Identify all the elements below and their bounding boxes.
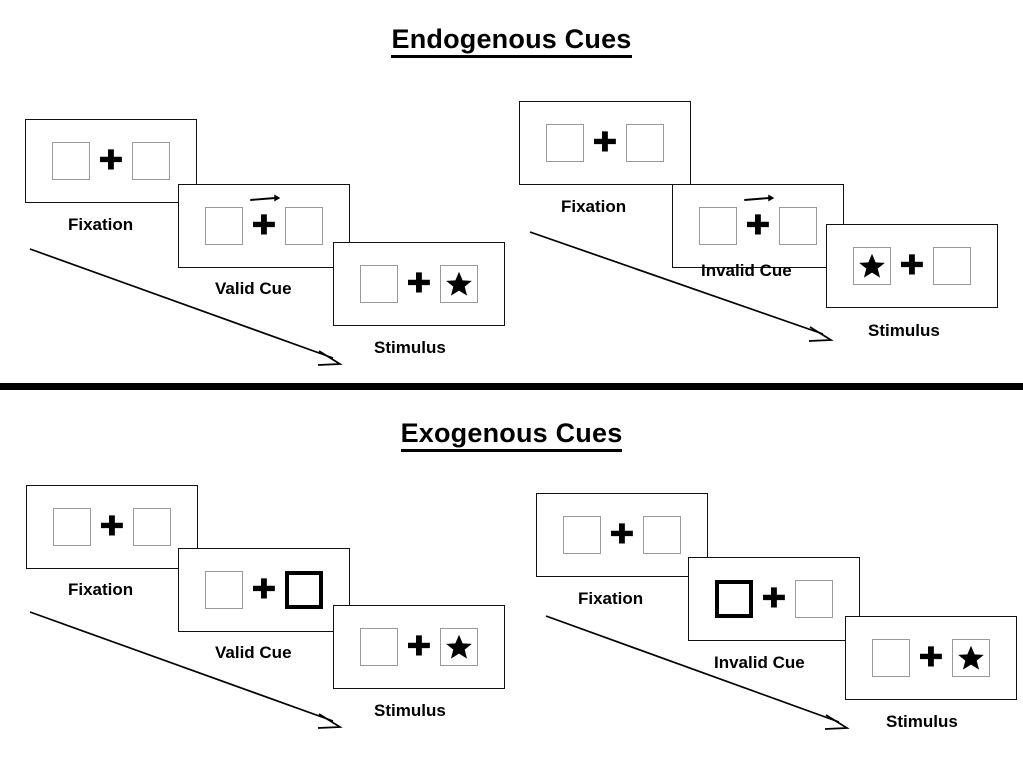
fixation-cross: ✚ (753, 584, 795, 614)
star-icon (446, 271, 472, 296)
right-box (643, 516, 681, 554)
panel-endogenous-invalid-stimulus: ✚ (826, 224, 998, 308)
panel-exogenous-valid-stimulus: ✚ (333, 605, 505, 689)
panel-content: ✚ (360, 628, 478, 666)
star-icon (958, 645, 984, 670)
fixation-cross: ✚ (398, 269, 440, 299)
fixation-cross: ✚ (891, 251, 933, 281)
stage-label-endogenous-valid-cue: Valid Cue (215, 279, 292, 298)
panel-exogenous-valid-fixation: ✚ (26, 485, 198, 569)
left-box (205, 207, 243, 245)
panel-endogenous-invalid-cue: ✚ (672, 184, 844, 268)
right-box (779, 207, 817, 245)
fixation-cross: ✚ (737, 194, 779, 242)
fixation-cross: ✚ (910, 643, 952, 673)
panel-endogenous-valid-fixation: ✚ (25, 119, 197, 203)
left-box (546, 124, 584, 162)
plus-icon: ✚ (609, 518, 635, 551)
panel-content: ✚ (205, 194, 323, 245)
plus-icon: ✚ (899, 249, 925, 282)
left-box (872, 639, 910, 677)
panel-exogenous-invalid-fixation: ✚ (536, 493, 708, 577)
section-divider (0, 383, 1023, 390)
left-box-cued (715, 580, 753, 618)
right-box (440, 628, 478, 666)
plus-icon: ✚ (761, 582, 787, 615)
star-icon (859, 253, 885, 278)
left-box (699, 207, 737, 245)
left-box (52, 142, 90, 180)
right-box (626, 124, 664, 162)
left-box (563, 516, 601, 554)
right-box (952, 639, 990, 677)
right-box (795, 580, 833, 618)
panel-endogenous-valid-cue: ✚ (178, 184, 350, 268)
panel-endogenous-valid-stimulus: ✚ (333, 242, 505, 326)
right-box (132, 142, 170, 180)
arrow-right-cue-icon (249, 192, 281, 210)
panel-content: ✚ (360, 265, 478, 303)
section-title-endogenous-text: Endogenous Cues (391, 24, 632, 58)
section-title-endogenous: Endogenous Cues (0, 24, 1023, 58)
stage-label-exogenous-invalid-cue: Invalid Cue (714, 653, 805, 672)
right-box (285, 207, 323, 245)
stage-label-endogenous-invalid-cue: Invalid Cue (701, 261, 792, 280)
panel-endogenous-invalid-fixation: ✚ (519, 101, 691, 185)
stage-label-endogenous-valid-stimulus: Stimulus (374, 338, 446, 357)
plus-icon: ✚ (745, 209, 771, 242)
plus-icon: ✚ (406, 267, 432, 300)
panel-content: ✚ (205, 571, 323, 609)
fixation-cross: ✚ (584, 128, 626, 158)
stage-label-endogenous-valid-fixation: Fixation (68, 215, 134, 234)
fixation-cross: ✚ (398, 632, 440, 662)
plus-icon: ✚ (406, 630, 432, 663)
stage-label-exogenous-invalid-fixation: Fixation (578, 589, 644, 608)
stage-label-exogenous-valid-stimulus: Stimulus (374, 701, 446, 720)
stage-label-endogenous-invalid-stimulus: Stimulus (868, 321, 940, 340)
panel-content: ✚ (872, 639, 990, 677)
section-title-exogenous-text: Exogenous Cues (400, 418, 623, 452)
plus-icon: ✚ (99, 510, 125, 543)
plus-icon: ✚ (98, 144, 124, 177)
plus-icon: ✚ (592, 126, 618, 159)
right-box (933, 247, 971, 285)
plus-icon: ✚ (251, 209, 277, 242)
left-box (360, 265, 398, 303)
arrow-right-cue-icon (743, 192, 775, 210)
fixation-cross: ✚ (90, 146, 132, 176)
left-box (205, 571, 243, 609)
panel-content: ✚ (563, 516, 681, 554)
star-icon (446, 634, 472, 659)
fixation-cross: ✚ (601, 520, 643, 550)
stage-label-exogenous-valid-cue: Valid Cue (215, 643, 292, 662)
right-box-cued (285, 571, 323, 609)
plus-icon: ✚ (918, 641, 944, 674)
left-box (360, 628, 398, 666)
panel-exogenous-invalid-cue: ✚ (688, 557, 860, 641)
panel-content: ✚ (715, 580, 833, 618)
panel-content: ✚ (53, 508, 171, 546)
stage-label-exogenous-valid-fixation: Fixation (68, 580, 134, 599)
panel-content: ✚ (853, 247, 971, 285)
left-box (853, 247, 891, 285)
left-box (53, 508, 91, 546)
panel-content: ✚ (699, 194, 817, 245)
section-title-exogenous: Exogenous Cues (0, 418, 1023, 452)
panel-exogenous-invalid-stimulus: ✚ (845, 616, 1017, 700)
stage-label-endogenous-invalid-fixation: Fixation (561, 197, 627, 216)
fixation-cross: ✚ (243, 575, 285, 605)
plus-icon: ✚ (251, 573, 277, 606)
stage-label-exogenous-invalid-stimulus: Stimulus (886, 712, 958, 731)
panel-content: ✚ (546, 124, 664, 162)
fixation-cross: ✚ (243, 194, 285, 242)
fixation-cross: ✚ (91, 512, 133, 542)
panel-content: ✚ (52, 142, 170, 180)
right-box (440, 265, 478, 303)
right-box (133, 508, 171, 546)
panel-exogenous-valid-cue: ✚ (178, 548, 350, 632)
